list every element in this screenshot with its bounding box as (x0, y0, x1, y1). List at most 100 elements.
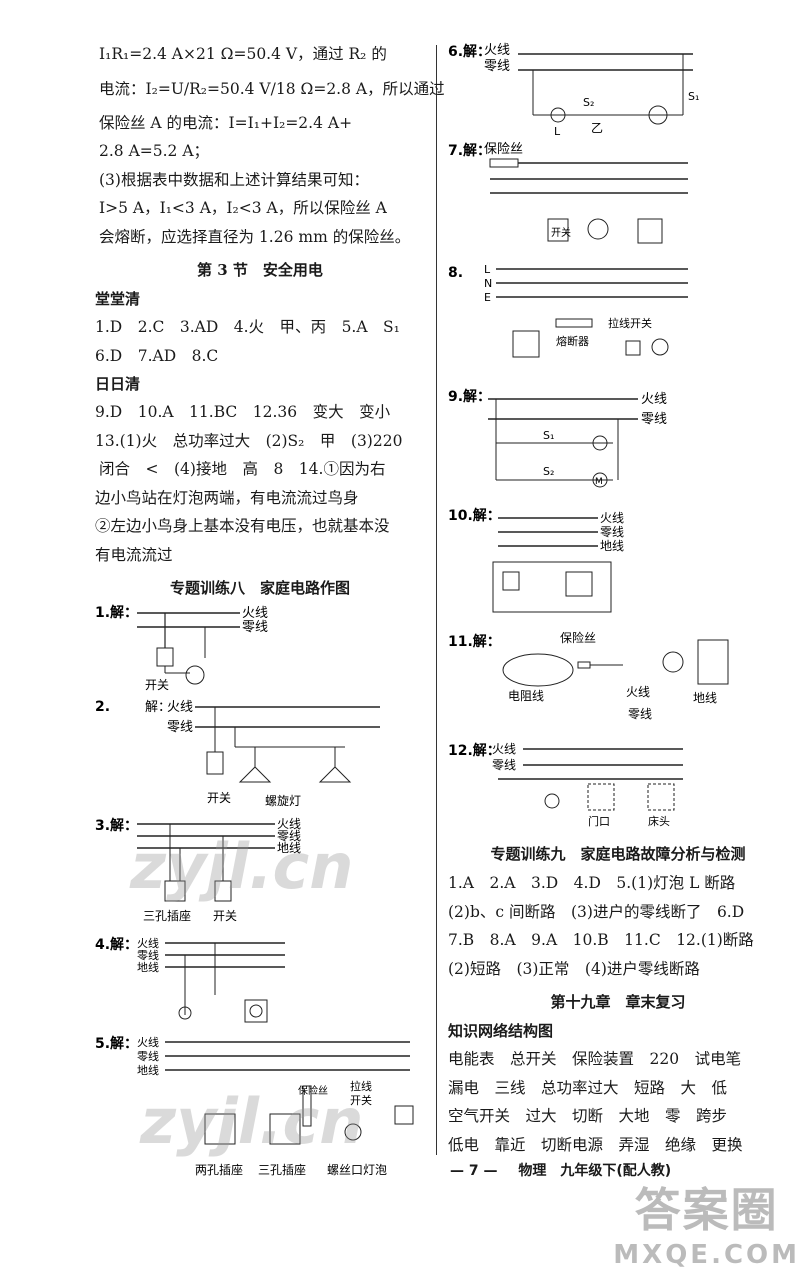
svg-text:零线: 零线 (137, 1049, 159, 1063)
svg-text:零线: 零线 (277, 829, 301, 843)
svg-text:N: N (484, 277, 492, 290)
svg-text:12.解：: 12.解： (448, 742, 501, 759)
circuit-diagram-q7: 7.解： 保险丝 开关 (448, 142, 688, 244)
svg-text:螺旋灯: 螺旋灯 (265, 794, 301, 808)
svg-text:M: M (595, 477, 603, 487)
page-number: — 7 — (450, 1163, 498, 1179)
svg-text:火线: 火线 (137, 936, 159, 950)
circuit-diagram-q3: 3.解： 火线 零线 地线 三孔插座 开关 (95, 817, 301, 923)
svg-text:火线: 火线 (484, 43, 510, 58)
subheading-tangtang: 堂堂清 (95, 290, 141, 308)
svg-text:零线: 零线 (167, 720, 193, 735)
svg-text:地线: 地线 (137, 960, 159, 974)
svg-text:火线: 火线 (600, 511, 624, 525)
svg-text:零线: 零线 (641, 412, 667, 427)
svg-text:火线: 火线 (167, 700, 193, 715)
svg-text:6.解：: 6.解： (448, 43, 491, 60)
training9-title: 专题训练九 家庭电路故障分析与检测 (490, 845, 746, 863)
svg-text:L: L (554, 125, 561, 135)
svg-text:2.: 2. (95, 699, 110, 715)
svg-text:火线: 火线 (277, 817, 301, 831)
svg-text:10.解：: 10.解： (448, 507, 501, 524)
svg-text:S₂: S₂ (543, 465, 554, 478)
subheading-riri: 日日清 (95, 375, 141, 393)
answer-line: 1.A 2.A 3.D 4.D 5.(1)灯泡 L 断路 (448, 874, 736, 892)
circuit-diagram-q9: 9.解： 火线 零线 S₁ S₂ M (448, 388, 667, 488)
answer-line: 9.D 10.A 11.BC 12.36 变大 变小 (95, 403, 391, 421)
calc-line-4: 2.8 A=5.2 A； (99, 142, 210, 160)
calc-line-7: 会熔断，应选择直径为 1.26 mm 的保险丝。 (99, 227, 411, 246)
svg-text:火线: 火线 (492, 742, 516, 756)
svg-text:门口: 门口 (588, 814, 610, 828)
svg-text:熔断器: 熔断器 (556, 334, 589, 348)
answer-line: 6.D 7.AD 8.C (95, 346, 219, 365)
svg-text:零线: 零线 (242, 620, 268, 635)
svg-text:解：: 解： (145, 700, 171, 715)
calc-line-2: 电流：I₂=U/R₂=50.4 V/18 Ω=2.8 A，所以通过 (99, 79, 445, 98)
answer-line: (2)短路 (3)正常 (4)进户零线断路 (448, 959, 700, 978)
svg-text:4.解：: 4.解： (95, 936, 138, 953)
circuit-diagram-q6: 6.解： 火线 零线 L S₂ 乙 S₁ (448, 43, 699, 138)
svg-text:S₁: S₁ (688, 90, 699, 103)
calc-line-1: I₁R₁=2.4 A×21 Ω=50.4 V，通过 R₂ 的 (99, 45, 387, 63)
svg-text:火线: 火线 (641, 392, 667, 407)
svg-text:零线: 零线 (628, 707, 652, 721)
circuit-diagram-q11: 11.解： 保险丝 电阻线 火线 零线 地线 (448, 630, 729, 721)
svg-text:零线: 零线 (492, 758, 516, 772)
svg-text:11.解：: 11.解： (448, 633, 501, 650)
svg-text:三孔插座: 三孔插座 (258, 1162, 306, 1177)
svg-text:火线: 火线 (242, 606, 268, 621)
q1-label: 1.解： (95, 604, 138, 621)
chapter19-title: 第十九章 章末复习 (550, 993, 686, 1011)
circuit-diagram-q10: 10.解： 火线 零线 地线 (448, 507, 624, 613)
review-line: 漏电 三线 总功率过大 短路 大 低 (448, 1078, 728, 1097)
svg-text:三孔插座: 三孔插座 (143, 908, 191, 923)
subject-label: 物理 九年级下(配人教) (518, 1163, 672, 1179)
answer-line: 边小鸟站在灯泡两端，有电流流过鸟身 (95, 488, 359, 507)
review-line: 电能表 总开关 保险装置 220 试电笔 (448, 1050, 742, 1068)
svg-text:零线: 零线 (484, 59, 510, 74)
svg-text:开关: 开关 (551, 226, 571, 239)
svg-text:3.解：: 3.解： (95, 817, 138, 834)
svg-text:9.解：: 9.解： (448, 388, 491, 405)
circuit-diagram-q5: 5.解： 火线 零线 地线 保险丝 拉线 开关 两孔插座 三孔插座 螺丝口灯泡 (95, 1035, 414, 1177)
svg-text:火线: 火线 (626, 685, 650, 699)
svg-text:乙: 乙 (591, 121, 603, 135)
svg-text:7.解：: 7.解： (448, 142, 491, 159)
svg-text:S₂: S₂ (583, 96, 594, 109)
svg-text:保险丝: 保险丝 (298, 1084, 328, 1097)
svg-text:E: E (484, 291, 491, 304)
review-line: 空气开关 过大 切断 大地 零 跨步 (448, 1107, 728, 1125)
circuit-diagram-q12: 12.解： 火线 零线 门口 床头 (448, 742, 683, 828)
answer-line: ②左边小鸟身上基本没有电压，也就基本没 (95, 517, 390, 535)
answer-line: (2)b、c 间断路 (3)进户的零线断了 6.D (448, 902, 745, 921)
left-column: I₁R₁=2.4 A×21 Ω=50.4 V，通过 R₂ 的 电流：I₂=U/R… (95, 40, 445, 1183)
svg-text:两孔插座: 两孔插座 (195, 1162, 243, 1177)
svg-text:拉线: 拉线 (350, 1079, 372, 1093)
svg-text:S₁: S₁ (543, 429, 554, 442)
svg-text:床头: 床头 (648, 814, 670, 828)
svg-text:开关: 开关 (207, 791, 231, 805)
svg-text:8.: 8. (448, 265, 463, 281)
svg-text:保险丝: 保险丝 (484, 142, 523, 157)
circuit-diagram-q8: 8. L N E 熔断器 拉线开关 (448, 263, 688, 358)
svg-text:电阻线: 电阻线 (508, 689, 544, 703)
svg-text:零线: 零线 (137, 948, 159, 962)
stamp-bottom: MXQE.COM (613, 1240, 800, 1270)
calc-line-5: (3)根据表中数据和上述计算结果可知： (99, 170, 369, 189)
circuit-diagram-q2: 2. 解： 火线 零线 开关 螺旋灯 (95, 699, 380, 808)
watermark-text: zyjl.cn (130, 830, 354, 903)
watermark-stamp: 答案圈 MXQE.COM (613, 1174, 800, 1270)
column-divider (436, 45, 437, 1155)
calc-line-3: 保险丝 A 的电流：I=I₁+I₂=2.4 A+ (99, 113, 353, 132)
right-column: 6.解： 火线 零线 L S₂ 乙 S₁ 7.解： 保险丝 开关 8. L N … (448, 40, 788, 1159)
circuit-diagram-q4: 4.解： 火线 零线 地线 (95, 936, 285, 1023)
review-line: 低电 靠近 切断电源 弄湿 绝缘 更换 (448, 1135, 743, 1154)
svg-text:地线: 地线 (693, 691, 717, 705)
svg-text:开关: 开关 (350, 1093, 372, 1107)
circuit-diagram-q1: 1.解： 火线 零线 开关 (95, 604, 268, 692)
answer-line: 7.B 8.A 9.A 10.B 11.C 12.(1)断路 (448, 931, 754, 949)
answer-line: 闭合 < (4)接地 高 8 14.①因为右 (99, 460, 386, 478)
svg-text:5.解：: 5.解： (95, 1035, 138, 1052)
chapter19-subheading: 知识网络结构图 (448, 1022, 554, 1040)
